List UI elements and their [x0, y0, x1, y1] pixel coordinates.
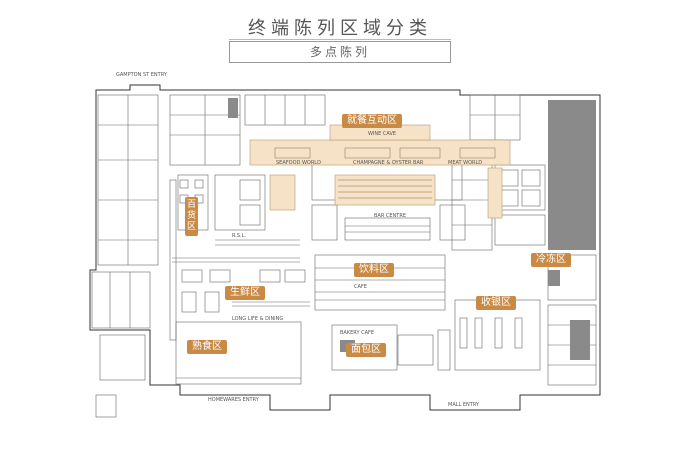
top-entry-label: GAMPTON ST ENTRY — [116, 72, 167, 78]
homewares-entry-label: HOMEWARES ENTRY — [208, 397, 259, 403]
wine-cave-label: WINE CAVE — [368, 131, 397, 137]
zone-tag-beverage: 饮料区 — [354, 263, 394, 277]
seafood-world-label: SEAFOOD WORLD — [276, 160, 321, 166]
meat-world-label: MEAT WORLD — [448, 160, 483, 166]
cafe-label: CAFE — [354, 284, 367, 290]
zone-tag-bakery: 面包区 — [346, 343, 386, 357]
bar-centre-label: BAR CENTRE — [374, 213, 406, 219]
bakery-cafe-label: BAKERY CAFE — [340, 330, 375, 336]
zone-tag-grocery: 百货区 — [185, 197, 198, 236]
rsl-label: R.S.L. — [232, 233, 247, 239]
mall-entry-label: MALL ENTRY — [448, 402, 480, 408]
long-life-label: LONG LIFE & DINING — [232, 316, 284, 322]
page-title: 终端陈列区域分类 — [248, 18, 432, 39]
zone-tag-checkout: 收银区 — [476, 296, 516, 310]
zone-tag-dining: 就餐互动区 — [342, 114, 402, 128]
champagne-bar-label: CHAMPAGNE & OYSTER BAR — [353, 160, 424, 166]
zone-tag-cooked: 熟食区 — [187, 340, 227, 354]
page-subtitle: 多点陈列 — [229, 41, 451, 63]
zone-tag-fresh: 生鲜区 — [225, 286, 265, 300]
title-divider — [229, 39, 451, 40]
zone-tag-frozen: 冷冻区 — [531, 253, 571, 267]
